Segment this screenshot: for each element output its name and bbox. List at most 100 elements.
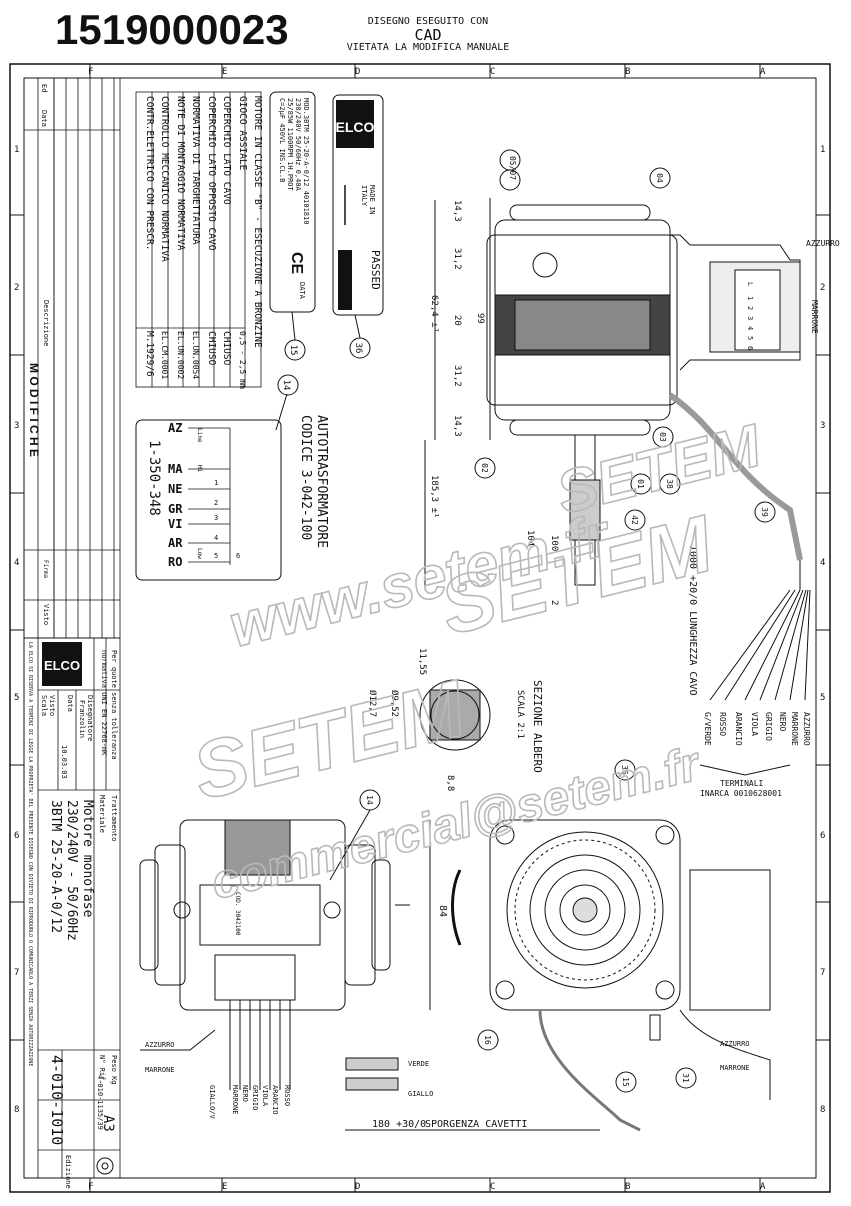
specs-table: MOTORE IN CLASSE "B" - ESECUZIONE A BRON…: [135, 91, 263, 389]
wire-vi: VI: [168, 517, 182, 531]
front-callout-15: 15: [621, 1077, 630, 1087]
bottom-wire-viola: VIOLA: [261, 1085, 269, 1107]
col-letter-bottom-f: F: [88, 1182, 93, 1192]
col-letter-top-f: F: [88, 67, 93, 77]
section-dim-8-8: 8,8: [445, 775, 455, 791]
dim-100: 100: [549, 535, 559, 551]
n-rif-label: N° Rif.: [98, 1055, 106, 1085]
bottom-wire-nero: NERO: [241, 1085, 249, 1102]
tolerance-line1: Per quote senza tolleranza: [110, 650, 118, 760]
line-label: Line: [196, 428, 203, 443]
title-block: ELCO Per quote senza tolleranza normativ…: [23, 637, 121, 1189]
row-num-left-8: 8: [14, 1105, 19, 1115]
term-num-2: 2: [746, 306, 754, 310]
terminal-rosso: ROSSO: [718, 712, 727, 736]
bottom-view-labels: 14 AZZURRO MARRONE GIALLO/V MARRONE NERO…: [145, 789, 381, 1120]
drawing-number: 1519000023: [55, 6, 289, 53]
tap-4: 4: [214, 534, 218, 542]
dim-20: 20: [452, 315, 462, 326]
trattamento-label: Trattamento: [110, 795, 118, 841]
data-label: Data: [66, 695, 74, 712]
spec-line-1: MOTORE IN CLASSE "B" - ESECUZIONE A BRON…: [252, 96, 263, 348]
passed-text: PASSED: [369, 250, 382, 290]
dim-99: 99: [475, 313, 485, 324]
cad-note: DISEGNO ESEGUITO CON CAD VIETATA LA MODI…: [328, 16, 528, 54]
spec-line-5: NORMATIVA DI TARGHETTATURA: [190, 96, 201, 245]
dim-62-4: 62,4 ±¹: [429, 295, 439, 333]
term-num-1: 1: [746, 296, 754, 300]
wire-ar: AR: [168, 536, 183, 550]
col-letter-bottom-c: C: [490, 1182, 495, 1192]
title-drawing-number: 4-010-1010: [48, 1055, 66, 1145]
dim-31-2-top: 31,2: [452, 248, 462, 270]
dim-31-2-bottom: 31,2: [452, 365, 462, 387]
nameplate-callout-15: 15: [288, 345, 298, 356]
copyright-notice: LA ELCO SI RISERVA A TERMINI DI LEGGE LA…: [27, 642, 33, 1066]
terminal-nero: NERO: [778, 712, 787, 731]
row-num-right-4: 4: [820, 558, 825, 568]
terminal-grigio: GRIGIO: [764, 712, 773, 741]
dim-104: 104: [525, 530, 535, 546]
cad-note-line2: CAD: [414, 26, 442, 44]
row-num-right-2: 2: [820, 283, 825, 293]
modifiche-visto: Visto: [42, 604, 50, 625]
nameplate-data: DATA: [298, 282, 306, 300]
disegnatore-name: Franzolin: [78, 700, 86, 738]
terminal-wires: AZZURRO MARRONE NERO GRIGIO VIOLA ARANCI…: [699, 712, 811, 798]
spec-value-3: CHIUSO: [206, 331, 217, 366]
row-num-left-7: 7: [14, 968, 19, 978]
row-num-right-5: 5: [820, 693, 825, 703]
callout-39: 39: [760, 507, 769, 517]
spec-line-3: COPERCHIO LATO CAVO: [221, 96, 232, 205]
passed-italy: ITALY: [360, 185, 368, 207]
passed-made-in: MADE IN: [368, 185, 376, 215]
spec-value-1: 0,5 - 2,5 mm: [238, 331, 247, 389]
callout-38: 38: [665, 479, 674, 489]
front-callout-16: 16: [483, 1035, 492, 1045]
row-num-left-3: 3: [14, 421, 19, 431]
nameplate-line-3: 25/85W 1100RPM 1H.PROT: [286, 98, 294, 192]
watermark-setem-2: SETEM: [184, 663, 475, 817]
row-num-right-8: 8: [820, 1105, 825, 1115]
materiale-label: Materiale: [98, 795, 106, 833]
col-letter-top-b: B: [625, 67, 630, 77]
terminal-azzurro: AZZURRO: [802, 712, 811, 746]
callout-05-07: 05/07: [508, 156, 517, 180]
col-letter-top-c: C: [490, 67, 495, 77]
bottom-wire-grigio: GRIGIO: [251, 1085, 259, 1110]
dim-185-3: 185,3 ±¹: [429, 475, 439, 518]
front-giallo: GIALLO: [408, 1090, 433, 1098]
col-letter-bottom-b: B: [625, 1182, 630, 1192]
modifiche-table: M O D I F I C H E Ed Data Descrizione Fi…: [23, 77, 121, 639]
bottom-marrone: MARRONE: [145, 1066, 175, 1074]
passed-callout-36: 36: [353, 343, 363, 354]
bottom-azzurro: AZZURRO: [145, 1041, 175, 1049]
spec-line-8: CONTR.ELETTRICO CON PRESCR.: [144, 96, 155, 250]
tap-3: 3: [214, 514, 218, 522]
terminals-code: INARCA 0010628001: [700, 789, 782, 798]
row-num-right-1: 1: [820, 145, 825, 155]
wire-ro: RO: [168, 555, 182, 569]
term-num-3: 3: [746, 316, 754, 320]
edizione-label: Edizione: [64, 1155, 72, 1189]
tap-1: 1: [214, 479, 218, 487]
autotransformer-schematic: AUTOTRASFORMATORE CODICE 3-042-100 14 1-…: [135, 374, 329, 581]
bottom-cod: COD. 3042100: [234, 892, 241, 936]
front-azzurro: AZZURRO: [720, 1040, 750, 1048]
spec-value-2: CHIUSO: [221, 331, 232, 366]
side-azzurro: AZZURRO: [806, 239, 840, 248]
dim-14-3-top: 14,3: [452, 200, 462, 222]
nameplate-line-1: MOD.3BTM 25-20-A-0/12 40101810: [302, 98, 310, 224]
callout-42: 42: [630, 515, 639, 525]
motor-front-view: [345, 819, 771, 1132]
side-view-labels: 05/07 04 02 03 38 01 42 39 14,3 31,2 20 …: [429, 149, 840, 696]
front-callout-31: 31: [681, 1073, 690, 1083]
row-num-right-3: 3: [820, 421, 825, 431]
data-value: 10.03.03: [60, 745, 68, 779]
modifiche-data: Data: [40, 110, 48, 127]
title-line3: 3BTM 25-20-A-0/12: [48, 800, 63, 933]
wire-ne: NE: [168, 482, 182, 496]
visto-label: Visto: [48, 695, 56, 716]
autotrasformatore-number: 1-350-348: [146, 440, 162, 516]
spec-line-6: NOTE DI MONTAGGIO NORMATIVA: [175, 96, 186, 251]
